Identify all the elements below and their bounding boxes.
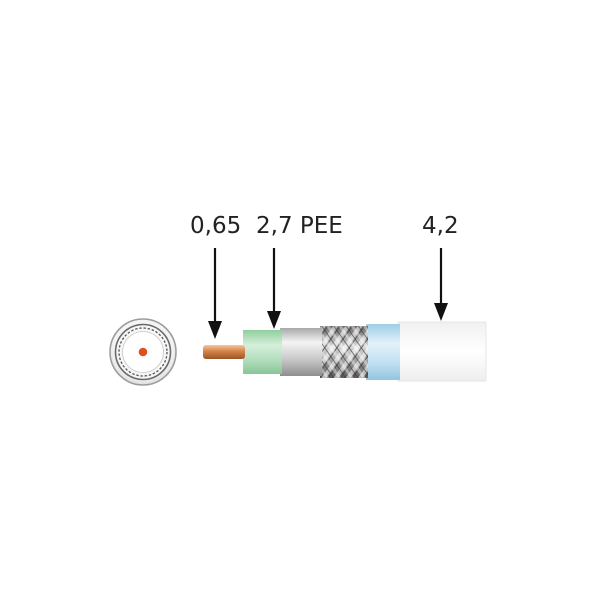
dielectric-diameter-label: 2,7 PEE [256,213,343,239]
foil-layer [280,328,322,376]
braid-shield [320,326,368,378]
jacket-arrowhead [434,303,448,321]
dielectric-arrowhead [267,311,281,329]
jacket-diameter-label: 4,2 [422,213,459,239]
core-diameter-label: 0,65 [190,213,242,239]
second-foil-layer [366,324,400,380]
cable-cross-section-icon [109,318,177,386]
dimension-arrows [208,248,448,339]
core-arrowhead [208,321,222,339]
outer-jacket [397,321,487,382]
dielectric-layer [243,330,282,374]
core-dot [138,347,148,357]
copper-core [203,345,245,359]
